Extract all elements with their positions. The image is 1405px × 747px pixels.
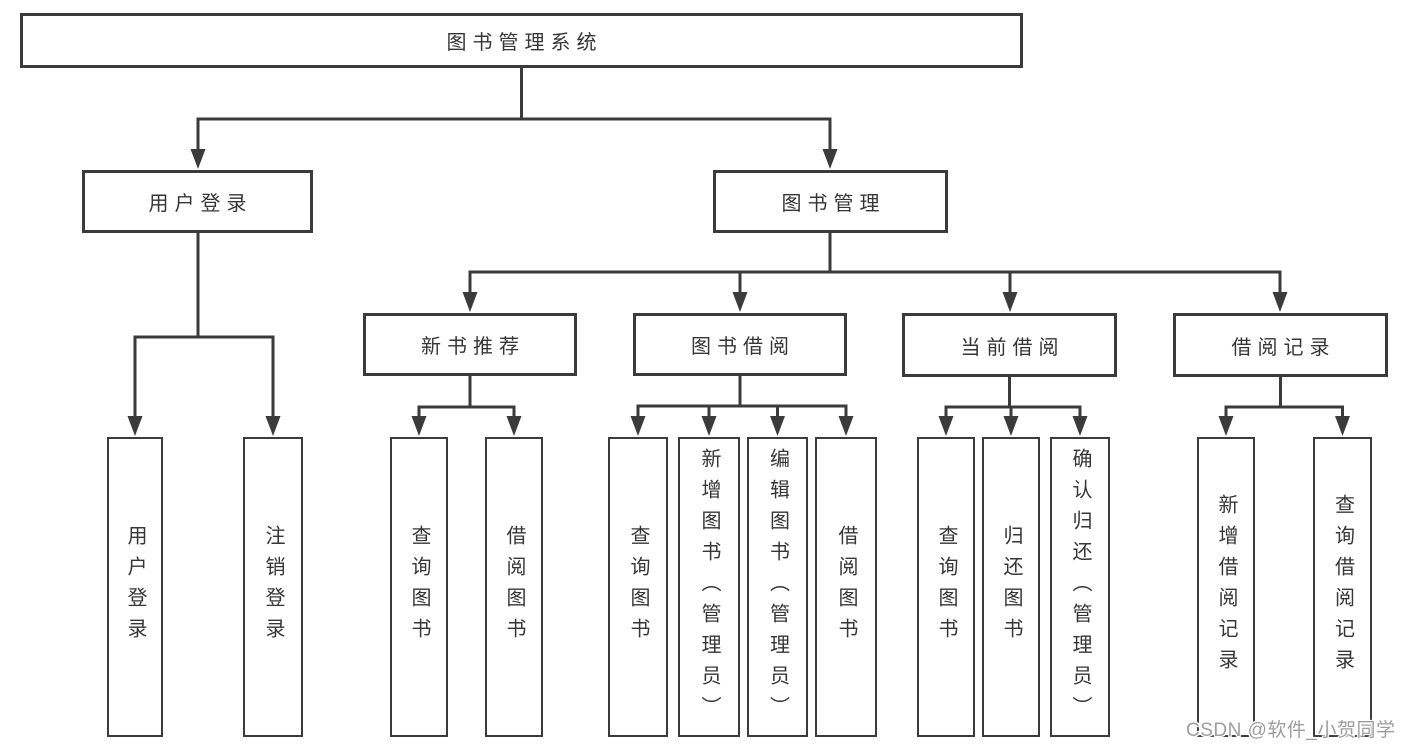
- leaf-query-books-current: 查询图书: [917, 437, 975, 737]
- leaf-edit-books-admin-label: 编辑图书（管理员）: [766, 447, 789, 727]
- node-current-borrow: 当前借阅: [902, 313, 1117, 377]
- leaf-borrow-books-borrow-label: 借阅图书: [835, 525, 857, 649]
- node-root-label: 图书管理系统: [446, 32, 603, 54]
- leaf-user-login: 用户登录: [107, 437, 163, 737]
- leaf-logout-login-label: 注销登录: [262, 525, 284, 649]
- leaf-add-books-admin-label: 新增图书（管理员）: [698, 447, 720, 727]
- node-root: 图书管理系统: [20, 13, 1023, 68]
- leaf-query-books-borrow: 查询图书: [608, 437, 668, 737]
- leaf-logout-login: 注销登录: [243, 437, 303, 737]
- leaf-confirm-return-admin: 确认归还（管理员）: [1050, 437, 1110, 737]
- leaf-add-books-admin: 新增图书（管理员）: [678, 437, 740, 737]
- node-user-login: 用户登录: [82, 170, 313, 233]
- leaf-return-books-label: 归还图书: [1000, 525, 1022, 649]
- node-book-borrow-label: 图书借阅: [691, 336, 795, 358]
- leaf-query-books-current-label: 查询图书: [935, 525, 957, 649]
- leaf-add-borrow-record-label: 新增借阅记录: [1215, 494, 1237, 680]
- leaf-borrow-books-borrow: 借阅图书: [815, 437, 877, 737]
- leaf-query-borrow-record-label: 查询借阅记录: [1331, 494, 1354, 680]
- node-new-book-recommend: 新书推荐: [363, 313, 577, 376]
- leaf-query-books-borrow-label: 查询图书: [627, 525, 649, 649]
- node-book-management: 图书管理: [713, 170, 948, 233]
- leaf-query-books-recommend: 查询图书: [390, 437, 448, 737]
- leaf-user-login-label: 用户登录: [124, 525, 146, 649]
- leaf-query-books-recommend-label: 查询图书: [408, 525, 430, 649]
- node-user-login-label: 用户登录: [148, 193, 253, 215]
- leaf-query-borrow-record: 查询借阅记录: [1313, 437, 1372, 737]
- leaf-edit-books-admin: 编辑图书（管理员）: [747, 437, 808, 737]
- leaf-confirm-return-admin-label: 确认归还（管理员）: [1069, 447, 1091, 727]
- leaf-add-borrow-record: 新增借阅记录: [1197, 437, 1255, 737]
- leaf-borrow-books-recommend-label: 借阅图书: [503, 525, 525, 649]
- node-book-management-label: 图书管理: [781, 193, 886, 215]
- node-new-book-recommend-label: 新书推荐: [421, 336, 525, 358]
- node-borrow-records: 借阅记录: [1173, 313, 1388, 377]
- node-borrow-records-label: 借阅记录: [1231, 336, 1336, 359]
- node-current-borrow-label: 当前借阅: [960, 336, 1065, 359]
- csdn-watermark: CSDN @软件_小贺同学: [1186, 720, 1396, 741]
- leaf-return-books: 归还图书: [982, 437, 1040, 737]
- leaf-borrow-books-recommend: 借阅图书: [485, 437, 543, 737]
- node-book-borrow: 图书借阅: [633, 313, 847, 376]
